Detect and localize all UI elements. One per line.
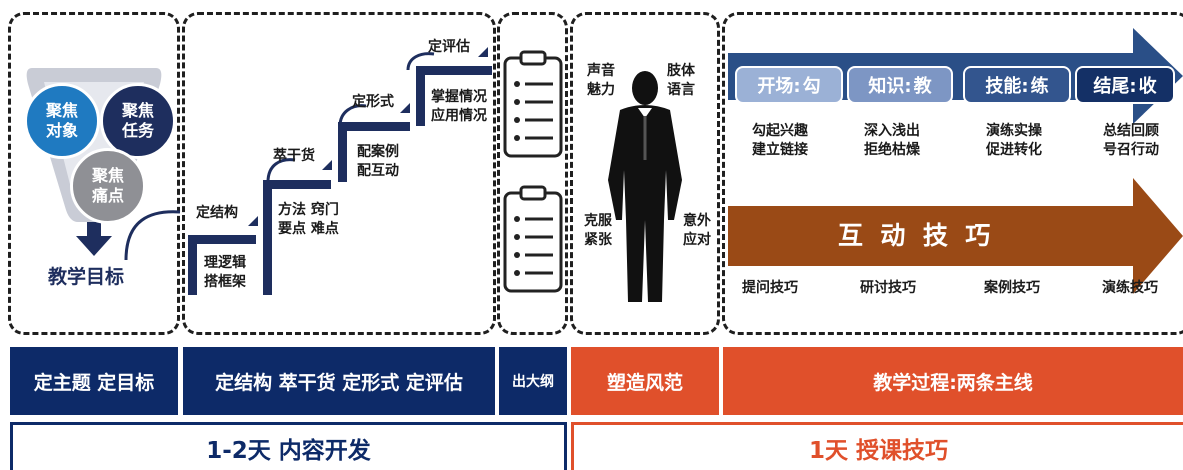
voice-charm-label: 声音 魅力: [587, 63, 615, 98]
presenter-silhouette-icon: [608, 71, 682, 302]
interaction-skill-item: 案例技巧: [984, 280, 1040, 296]
body-language-label: 肢体 语言: [667, 63, 695, 98]
panel-goals: [8, 12, 180, 335]
clipboard-icon: [503, 50, 563, 158]
content-development-footer: 1-2天 内容开发: [10, 422, 567, 470]
step-3: [338, 122, 410, 182]
stage-bar-teaching-process: 教学过程:两条主线: [723, 347, 1183, 415]
teaching-skills-footer: 1天 授课技巧: [571, 422, 1183, 470]
focus-painpoint-circle: 聚焦 痛点: [70, 148, 146, 224]
panel-teaching-process: [722, 12, 1183, 335]
step-label-form: 定形式: [352, 94, 394, 110]
step-label-evaluate: 定评估: [428, 39, 470, 55]
step-note-3: 配案例 配互动: [357, 144, 399, 179]
panel-outline: [497, 12, 568, 335]
stage-bar-outline: 出大纲: [499, 347, 567, 415]
phase-caption: 深入浅出 拒绝枯燥: [864, 123, 920, 158]
interaction-skills-arrow: [728, 178, 1183, 294]
step-note-1: 理逻辑 搭框架: [204, 255, 246, 290]
interaction-skill-item: 研讨技巧: [860, 280, 916, 296]
panel-demeanor: [570, 12, 720, 335]
clipboard-icon: [503, 185, 563, 293]
stage-bar-topic-goal: 定主题 定目标: [10, 347, 178, 415]
stage-bar-demeanor: 塑造风范: [571, 347, 719, 415]
phase-skill-pill: 技能:练: [963, 66, 1071, 104]
interaction-skill-item: 演练技巧: [1102, 280, 1158, 296]
overcome-nerves-label: 克服 紧张: [584, 213, 612, 248]
focus-audience-circle: 聚焦 对象: [24, 83, 100, 159]
interaction-skill-item: 提问技巧: [742, 280, 798, 296]
step-note-4: 掌握情况 应用情况: [431, 89, 487, 124]
phase-opening-pill: 开场:勾: [735, 66, 843, 104]
step-2: [263, 180, 331, 295]
teaching-goal-label: 教学目标: [48, 266, 125, 288]
phase-caption: 总结回顾 号召行动: [1103, 123, 1159, 158]
phase-caption: 演练实操 促进转化: [986, 123, 1042, 158]
step-note-2: 方法 窍门 要点 难点: [278, 202, 339, 237]
handle-accidents-label: 意外 应对: [683, 213, 711, 248]
step-1: [188, 235, 256, 295]
step-4: [416, 66, 492, 126]
phase-closing-pill: 结尾:收: [1075, 66, 1175, 104]
step-label-extract: 萃干货: [273, 148, 315, 164]
teaching-phases: 开场:勾 知识:教 技能:练 结尾:收: [735, 66, 1175, 104]
panel-content-steps: [182, 12, 496, 335]
phase-caption: 勾起兴趣 建立链接: [752, 123, 808, 158]
step-label-structure: 定结构: [196, 205, 238, 221]
focus-task-circle: 聚焦 任务: [100, 83, 176, 159]
step-corner-triangles: [248, 47, 488, 226]
phase-knowledge-pill: 知识:教: [847, 66, 953, 104]
stage-bar-content: 定结构 萃干货 定形式 定评估: [183, 347, 495, 415]
interaction-skills-title: 互 动 技 巧: [838, 221, 991, 250]
